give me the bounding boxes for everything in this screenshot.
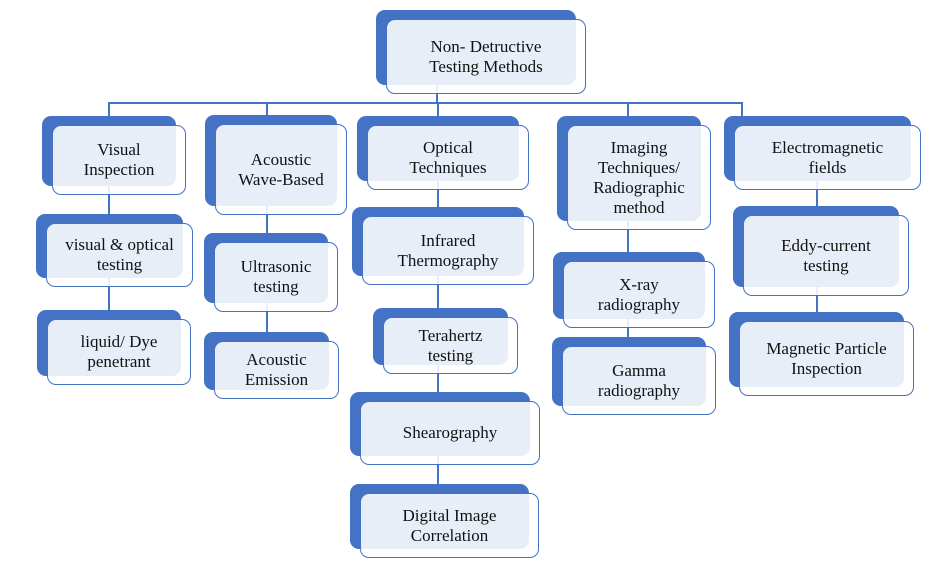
method-label: visual & optical testing xyxy=(65,235,174,274)
method-digital-image-correlation: Digital Image Correlation xyxy=(350,484,539,558)
method-label: Digital Image Correlation xyxy=(402,505,497,545)
method-gamma-radiography: Gamma radiography xyxy=(552,337,716,415)
method-ultrasonic-testing: Ultrasonic testing xyxy=(204,233,338,312)
method-liquid-dye-penetrant: liquid/ Dye penetrant xyxy=(37,310,191,385)
category-electromagnetic-fields: Electromagnetic fields xyxy=(724,116,921,190)
method-visual-optical-testing: visual & optical testing xyxy=(36,214,193,287)
root-label: Non- Detructive Testing Methods xyxy=(429,36,543,76)
category-imaging-techniques: Imaging Techniques/ Radiographic method xyxy=(557,116,711,230)
connector-bus xyxy=(108,102,743,104)
category-label: Optical Techniques xyxy=(409,137,487,177)
category-label: Acoustic Wave-Based xyxy=(238,149,324,189)
method-shearography: Shearography xyxy=(350,392,540,465)
category-acoustic-wave-based: Acoustic Wave-Based xyxy=(205,115,347,215)
method-label: Acoustic Emission xyxy=(244,350,309,389)
connector-col5 xyxy=(741,102,743,118)
method-label: X-ray radiography xyxy=(597,274,681,314)
method-label: Shearography xyxy=(402,423,498,442)
method-label: Ultrasonic testing xyxy=(240,257,312,296)
method-x-ray-radiography: X-ray radiography xyxy=(553,252,715,328)
connector-col2 xyxy=(266,102,268,352)
method-label: liquid/ Dye penetrant xyxy=(80,332,158,371)
category-label: Visual Inspection xyxy=(83,140,155,179)
category-visual-inspection: Visual Inspection xyxy=(42,116,186,195)
method-infrared-thermography: Infrared Thermography xyxy=(352,207,534,285)
connector-root xyxy=(436,85,438,103)
method-label: Terahertz testing xyxy=(418,325,483,365)
category-optical-techniques: Optical Techniques xyxy=(357,116,529,190)
method-label: Gamma radiography xyxy=(597,360,681,400)
method-label: Infrared Thermography xyxy=(397,230,499,270)
method-acoustic-emission: Acoustic Emission xyxy=(204,332,339,399)
method-eddy-current-testing: Eddy-current testing xyxy=(733,206,909,296)
method-magnetic-particle-inspection: Magnetic Particle Inspection xyxy=(729,312,914,396)
category-label: Imaging Techniques/ Radiographic method xyxy=(593,137,685,217)
connector-col3 xyxy=(437,102,439,502)
method-label: Magnetic Particle Inspection xyxy=(766,338,887,378)
category-label: Electromagnetic fields xyxy=(771,137,884,177)
method-label: Eddy-current testing xyxy=(781,235,871,275)
method-terahertz-testing: Terahertz testing xyxy=(373,308,518,374)
root-node: Non- Detructive Testing Methods xyxy=(376,10,586,94)
